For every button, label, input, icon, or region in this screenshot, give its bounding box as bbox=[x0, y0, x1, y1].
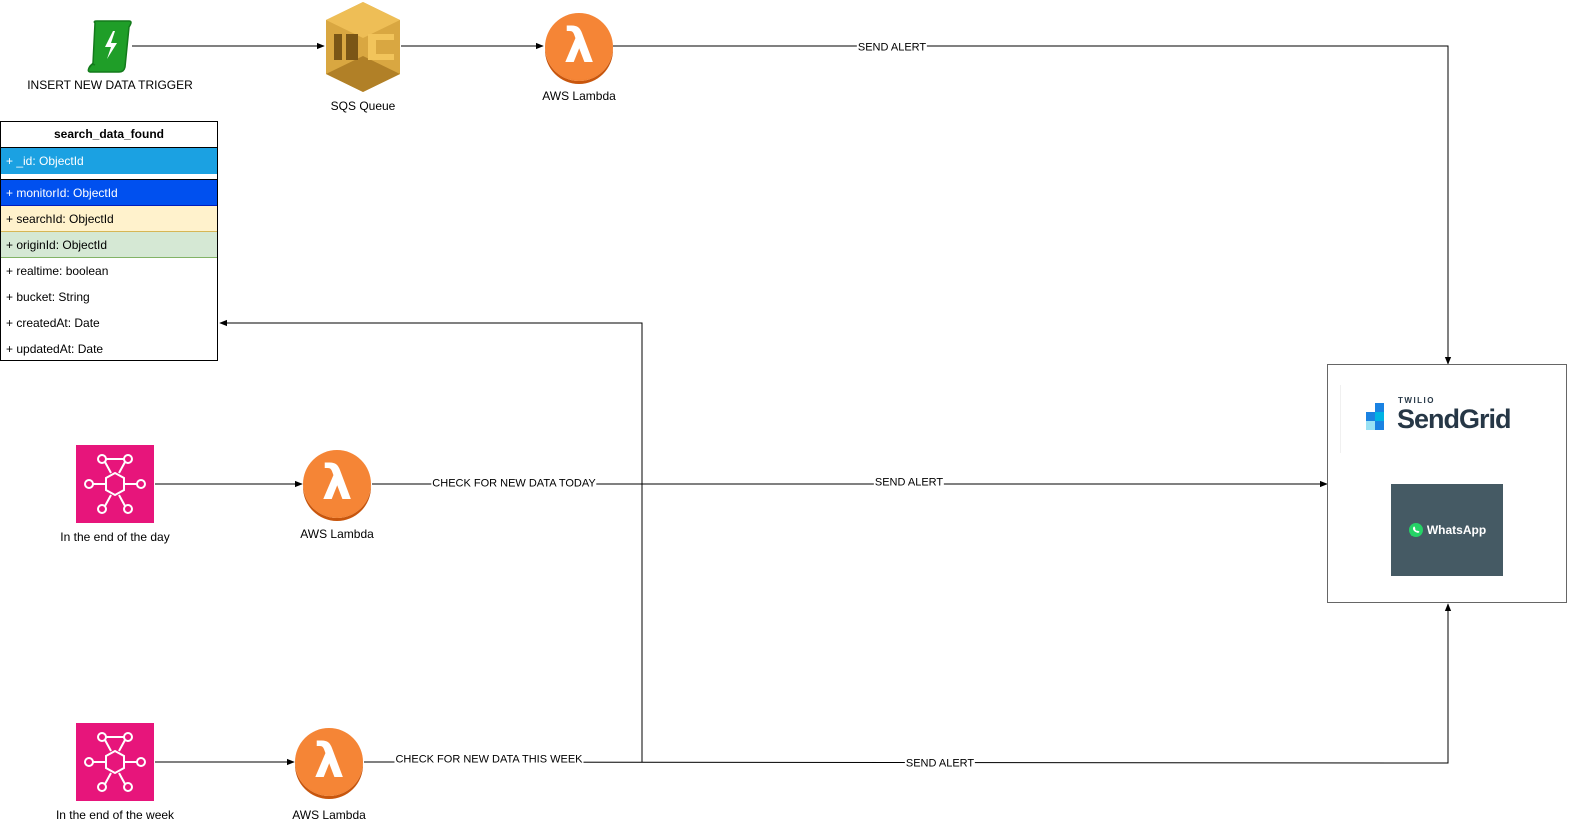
edge-lambda-to-target-top bbox=[613, 45, 1452, 365]
lambda-week-label: AWS Lambda bbox=[292, 808, 366, 822]
sqs-queue-icon bbox=[324, 0, 402, 94]
table-row: + realtime: boolean bbox=[6, 264, 109, 278]
lambda-icon: λ bbox=[295, 728, 363, 796]
search-data-found-table: search_data_found + _id: ObjectId + moni… bbox=[0, 121, 218, 361]
whatsapp-label: WhatsApp bbox=[1426, 523, 1487, 537]
sendgrid-small-text: TWILIO bbox=[1398, 396, 1435, 405]
sendgrid-logo: TWILIO SendGrid bbox=[1339, 385, 1540, 455]
table-row: + bucket: String bbox=[6, 290, 90, 304]
edge-label-send-alert: SEND ALERT bbox=[873, 476, 945, 490]
table-title: search_data_found bbox=[1, 122, 217, 148]
edge-lambdaweek-to-target bbox=[363, 603, 1452, 764]
whatsapp-icon bbox=[1408, 522, 1424, 538]
sendgrid-big-text: SendGrid bbox=[1397, 404, 1512, 434]
table-row: + monitorId: ObjectId bbox=[1, 180, 217, 206]
table-row: + updatedAt: Date bbox=[6, 342, 104, 356]
eventbridge-icon bbox=[76, 445, 154, 523]
lambda-top-label: AWS Lambda bbox=[542, 89, 616, 103]
table-row: + createdAt: Date bbox=[6, 316, 100, 330]
trigger-label: INSERT NEW DATA TRIGGER bbox=[27, 78, 193, 92]
sqs-queue-label: SQS Queue bbox=[330, 99, 396, 113]
edge-label-send-alert: SEND ALERT bbox=[856, 41, 928, 55]
table-row: + searchId: ObjectId bbox=[1, 206, 217, 232]
eventbridge-icon bbox=[76, 723, 154, 801]
edge-label-check-week: CHECK FOR NEW DATA THIS WEEK bbox=[394, 753, 584, 767]
event-week-label: In the end of the week bbox=[55, 808, 175, 822]
table-row-primary: + _id: ObjectId bbox=[1, 148, 217, 174]
edge-check-to-table bbox=[219, 319, 643, 762]
whatsapp-tile: WhatsApp bbox=[1391, 484, 1503, 576]
lambda-day-label: AWS Lambda bbox=[300, 527, 374, 541]
table-divider bbox=[1, 174, 217, 180]
lambda-icon: λ bbox=[545, 13, 613, 81]
lambda-icon: λ bbox=[303, 450, 371, 518]
edge-label-check-today: CHECK FOR NEW DATA TODAY bbox=[431, 477, 597, 491]
event-day-label: In the end of the day bbox=[60, 530, 170, 544]
table-row: + originId: ObjectId bbox=[1, 232, 217, 258]
trigger-icon bbox=[85, 19, 135, 74]
edge-label-send-alert: SEND ALERT bbox=[904, 757, 976, 771]
